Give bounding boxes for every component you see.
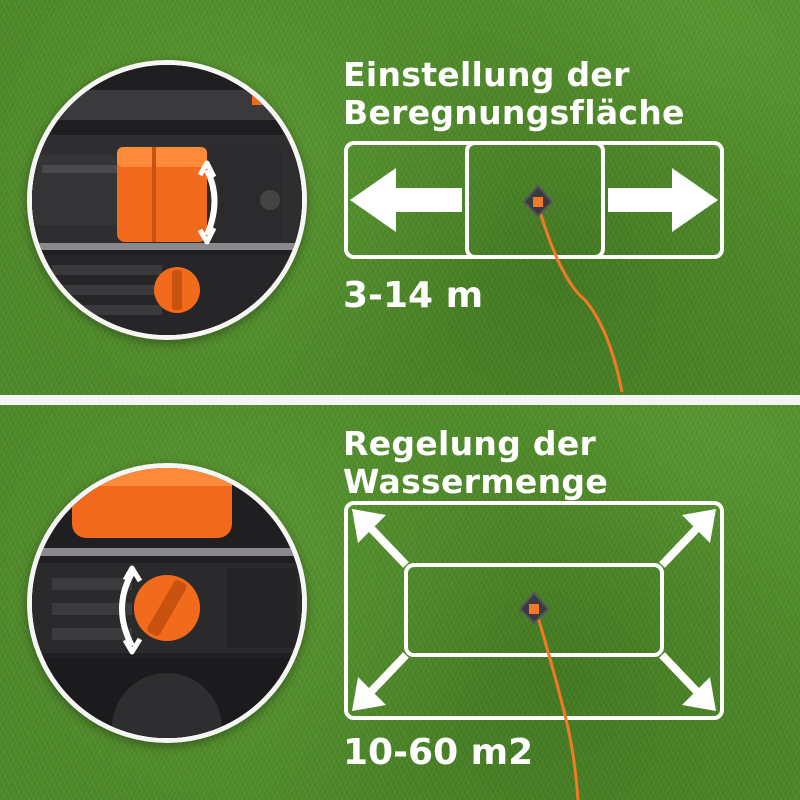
hose-icon: [536, 616, 580, 800]
flow-dial-arrow-icon: [119, 571, 135, 648]
title-line-1: Einstellung der: [343, 55, 630, 94]
min-range-outline: [465, 141, 605, 259]
flow-diagram: [344, 501, 724, 800]
arrow-left-icon: [350, 168, 462, 232]
flow-dial-detail-zoom: [27, 463, 307, 743]
title-line-1: Regelung der: [343, 424, 597, 463]
title-line-2: Wassermenge: [343, 462, 608, 501]
max-area-outline: [344, 501, 724, 720]
range-value: 3-14 m: [343, 275, 484, 316]
sprinkler-range-adjuster-image: [32, 65, 302, 335]
area-setting-panel: Einstellung der Beregnungsfläche 3-14 m: [0, 0, 800, 395]
min-area-outline: [404, 563, 664, 657]
title-line-2: Beregnungsfläche: [343, 93, 685, 132]
flow-area-value: 10-60 m2: [343, 732, 534, 773]
sprinkler-flow-dial-image: [32, 468, 302, 738]
range-adjust-arrow-icon: [204, 168, 218, 237]
section-title: Regelung der Wassermenge: [343, 425, 608, 501]
sprinkler-detail-zoom: [27, 60, 307, 340]
water-flow-panel: Regelung der Wassermenge 10-60 m2: [0, 405, 800, 800]
arrow-right-icon: [608, 168, 718, 232]
hose-icon: [536, 204, 624, 393]
range-diagram: [344, 141, 724, 393]
section-divider: [0, 395, 800, 405]
section-title: Einstellung der Beregnungsfläche: [343, 56, 685, 132]
